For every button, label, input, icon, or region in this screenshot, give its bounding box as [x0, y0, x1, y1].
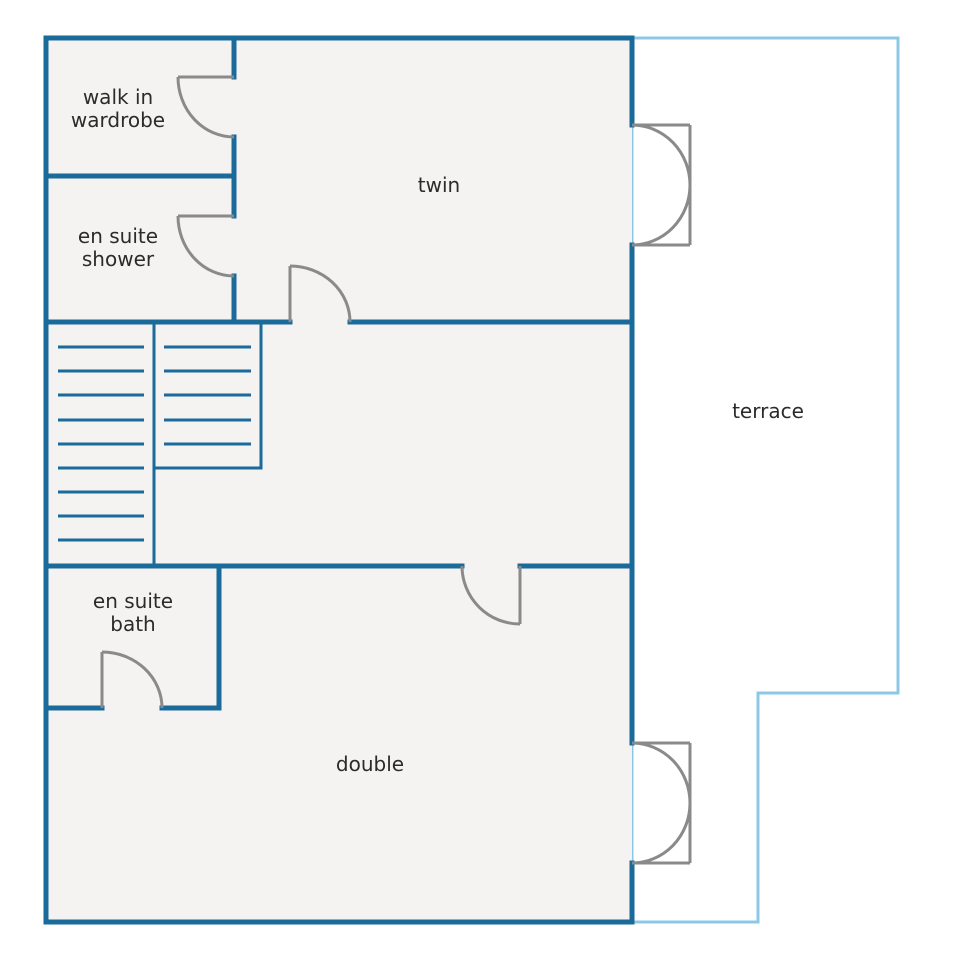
- label-en-suite-shower-line2: shower: [82, 247, 155, 271]
- label-walk-in-wardrobe-line2: wardrobe: [71, 108, 165, 132]
- staircase: [58, 322, 263, 566]
- label-double: double: [336, 752, 404, 776]
- label-en-suite-bath-line1: en suite: [93, 589, 173, 613]
- door-twin: [288, 264, 352, 323]
- stair-treads-left: [58, 345, 144, 542]
- door-shower: [176, 214, 235, 278]
- terrace-outline: [630, 36, 900, 924]
- walls: [43, 35, 635, 925]
- label-en-suite-bath-line2: bath: [110, 612, 155, 636]
- interior-floor: [46, 38, 632, 922]
- door-bath: [100, 650, 164, 709]
- label-terrace: terrace: [732, 399, 804, 423]
- door-twin-terrace: [631, 123, 692, 247]
- label-twin: twin: [418, 173, 460, 197]
- stair-landing-outline: [154, 322, 263, 470]
- label-en-suite-shower-line1: en suite: [78, 224, 158, 248]
- door-wardrobe: [176, 75, 235, 139]
- stair-treads-right: [164, 345, 251, 446]
- doors: [100, 75, 692, 865]
- door-double: [460, 565, 522, 626]
- door-double-terrace: [631, 741, 692, 865]
- label-walk-in-wardrobe-line1: walk in: [83, 85, 153, 109]
